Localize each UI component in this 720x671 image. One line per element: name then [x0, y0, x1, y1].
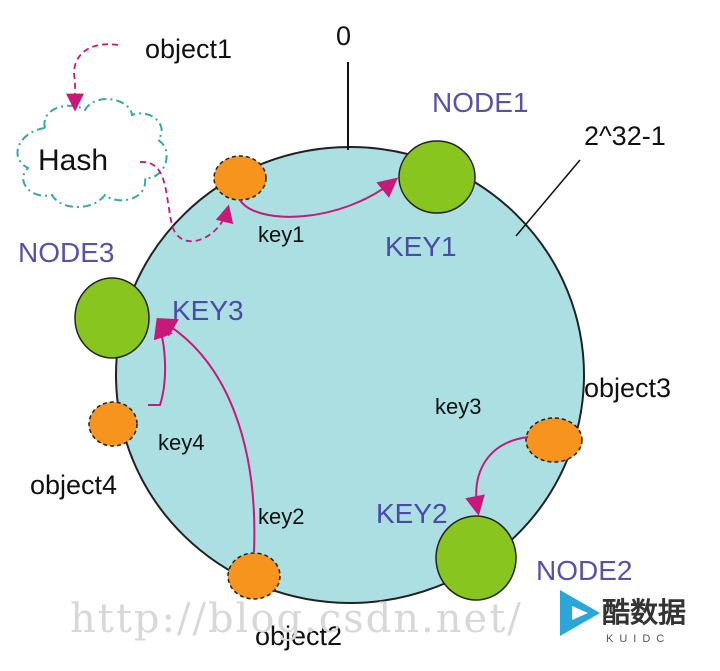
hash-ring	[115, 146, 585, 604]
node2-circle	[435, 515, 517, 601]
object4-point	[88, 401, 138, 447]
hash-cloud	[16, 98, 168, 208]
brand-name: 酷数据	[602, 596, 686, 629]
brand-logo: 酷数据 KUIDC	[546, 581, 686, 645]
key1-arrow	[239, 177, 399, 218]
hash-label: Hash	[38, 144, 108, 177]
key3-edge-label: key3	[435, 394, 481, 419]
key2-edge-label: key2	[258, 504, 304, 529]
node2-label: NODE2	[536, 555, 632, 586]
object2-label: object2	[255, 621, 342, 651]
key4-edge-label: key4	[158, 430, 204, 455]
max-pointer-line	[515, 159, 581, 237]
object3-point	[525, 417, 583, 463]
node1-key-label: KEY1	[385, 231, 457, 262]
node1-circle	[398, 140, 476, 214]
node3-key-label: KEY3	[172, 295, 244, 326]
object3-label: object3	[584, 373, 671, 403]
hash-to-ring-arrow	[139, 161, 234, 243]
key1-edge-label: key1	[258, 222, 304, 247]
node3-circle	[74, 277, 150, 359]
zero-label: 0	[336, 21, 351, 51]
key2-arrow	[156, 318, 256, 553]
brand-sub: KUIDC	[606, 633, 670, 645]
watermark-url: http://blog.csdn.net/	[70, 596, 523, 642]
max-label: 2^32-1	[584, 121, 666, 151]
node1-label: NODE1	[432, 87, 528, 118]
node2-key-label: KEY2	[376, 498, 448, 529]
object1-label: object1	[145, 34, 232, 64]
key3-arrow	[465, 436, 529, 516]
object1-point	[213, 155, 267, 201]
object4-label: object4	[30, 470, 117, 500]
object2-point	[227, 552, 281, 600]
node3-label: NODE3	[18, 237, 114, 268]
object1-to-hash-arrow	[66, 43, 119, 112]
